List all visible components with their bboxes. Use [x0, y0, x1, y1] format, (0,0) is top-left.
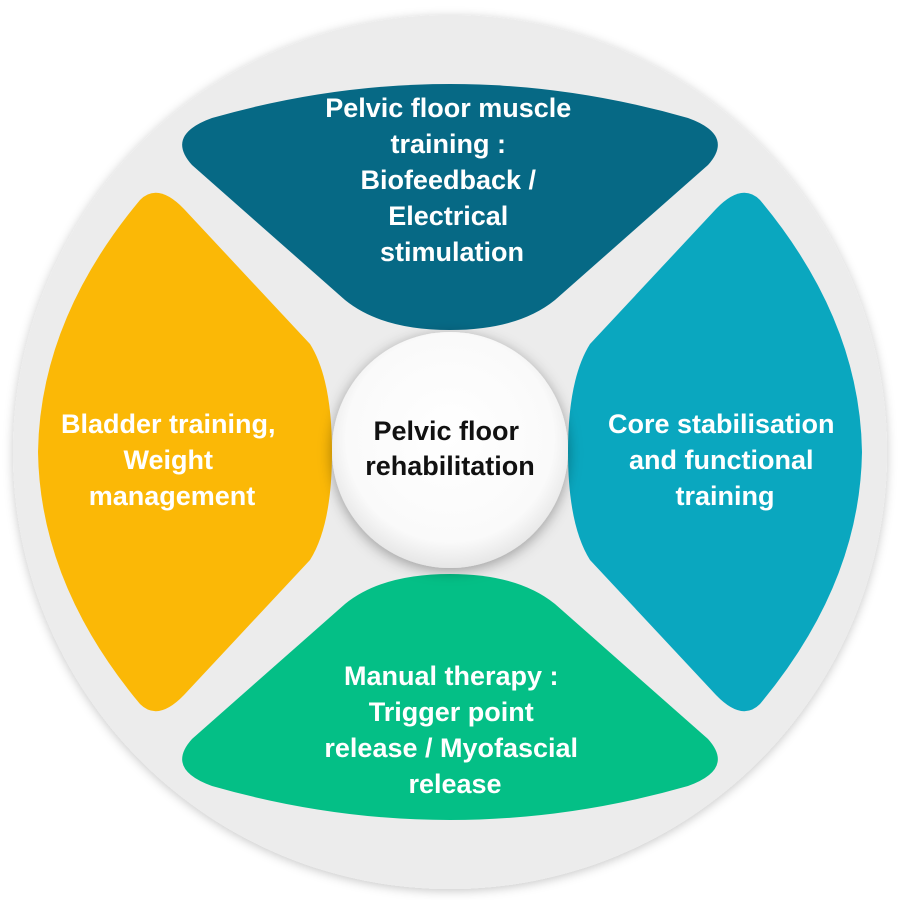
- segment-bottom-line: release / Myofascial: [324, 733, 578, 763]
- segment-top-line: training :: [390, 129, 506, 159]
- segment-pelvic-floor-muscle-training: [182, 84, 718, 330]
- segment-right-line: training: [676, 481, 775, 511]
- segment-bottom-line: Manual therapy :: [344, 661, 559, 691]
- segment-right-line: and functional: [629, 445, 814, 475]
- segment-top-line: Biofeedback /: [360, 165, 536, 195]
- segment-right-line: Core stabilisation: [608, 409, 835, 439]
- segment-top-line: Electrical: [388, 201, 508, 231]
- center-label: Pelvic floor rehabilitation: [365, 416, 535, 481]
- segment-bottom-line: Trigger point: [369, 697, 534, 727]
- segment-top-line: Pelvic floor muscle: [325, 93, 571, 123]
- segment-core-stabilisation: [568, 192, 862, 712]
- segment-bladder-training: [38, 192, 332, 712]
- segment-left-line: Bladder training,: [61, 409, 276, 439]
- segment-top-label: Pelvic floor muscle training : Biofeedba…: [325, 93, 579, 267]
- segment-top-line: stimulation: [380, 237, 524, 267]
- segment-bottom-line: release: [408, 769, 501, 799]
- segment-bottom-label: Manual therapy : Trigger point release /…: [324, 661, 585, 799]
- segment-left-line: management: [89, 481, 256, 511]
- segment-manual-therapy: [182, 574, 718, 820]
- center-circle: [332, 332, 568, 568]
- segment-left-line: Weight: [123, 445, 213, 475]
- segment-right-label: Core stabilisation and functional traini…: [608, 409, 842, 511]
- center-label-line: Pelvic floor: [373, 416, 519, 446]
- segment-left-label: Bladder training, Weight management: [61, 409, 283, 511]
- center-label-line: rehabilitation: [365, 451, 535, 481]
